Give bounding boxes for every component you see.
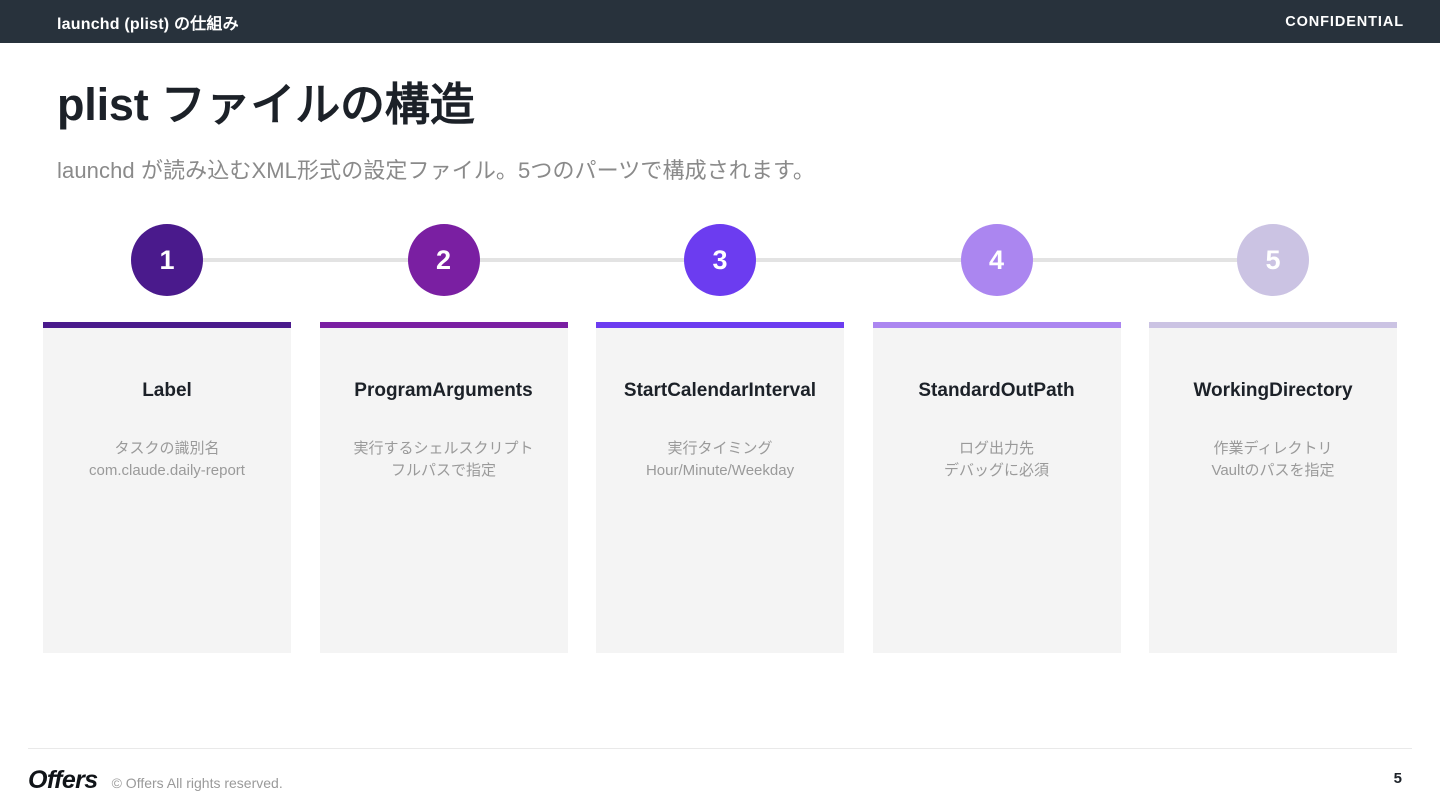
card-5: WorkingDirectory 作業ディレクトリ Vaultのパスを指定 — [1149, 322, 1397, 653]
step-circle-4: 4 — [960, 224, 1033, 296]
top-bar: launchd (plist) の仕組み CONFIDENTIAL — [0, 0, 1440, 43]
timeline-step-2: 2 — [320, 224, 568, 296]
card-title-5: WorkingDirectory — [1193, 380, 1353, 401]
step-circle-3: 3 — [684, 224, 756, 296]
card-accent-bar-1 — [43, 322, 291, 328]
footer-brand: Offers © Offers All rights reserved. — [28, 766, 283, 795]
page-number: 5 — [1393, 770, 1402, 787]
copyright-text: © Offers All rights reserved. — [111, 775, 283, 791]
card-description-1: タスクの識別名 com.claude.daily-report — [89, 439, 245, 480]
card-description-4: ログ出力先 デバッグに必須 — [943, 439, 1049, 480]
step-circle-5: 5 — [1237, 224, 1309, 296]
footer: Offers © Offers All rights reserved. 5 — [0, 748, 1440, 810]
card-title-2: ProgramArguments — [354, 380, 533, 401]
card-accent-bar-4 — [872, 322, 1121, 328]
card-list: Label タスクの識別名 com.claude.daily-report Prog… — [43, 322, 1397, 653]
timeline: 1 2 3 4 5 — [43, 224, 1397, 296]
card-description-5: 作業ディレクトリ Vaultのパスを指定 — [1211, 439, 1335, 480]
top-bar-title: launchd (plist) の仕組み — [57, 15, 239, 33]
card-4: StandardOutPath ログ出力先 デバッグに必須 — [872, 322, 1121, 653]
card-1: Label タスクの識別名 com.claude.daily-report — [43, 322, 291, 653]
step-circle-2: 2 — [407, 224, 480, 296]
card-accent-bar-2 — [319, 322, 568, 328]
page-subtitle: launchd が読み込むXML形式の設定ファイル。5つのパーツで構成されます。 — [57, 157, 816, 183]
card-accent-bar-3 — [596, 322, 844, 328]
card-title-1: Label — [142, 380, 192, 401]
timeline-steps: 1 2 3 4 5 — [43, 224, 1397, 296]
card-description-3: 実行タイミング Hour/Minute/Weekday — [645, 439, 795, 480]
card-title-4: StandardOutPath — [918, 380, 1075, 401]
card-3: StartCalendarInterval 実行タイミング Hour/Minute… — [596, 322, 844, 653]
page-title: plist ファイルの構造 — [57, 79, 475, 130]
card-title-3: StartCalendarInterval — [623, 380, 817, 401]
step-circle-1: 1 — [131, 224, 203, 296]
timeline-step-5: 5 — [1149, 224, 1397, 296]
card-2: ProgramArguments 実行するシェルスクリプト フルパスで指定 — [319, 322, 568, 653]
offers-logo: Offers — [28, 766, 98, 794]
timeline-step-1: 1 — [43, 224, 291, 296]
confidential-badge: CONFIDENTIAL — [1285, 13, 1404, 30]
heading-block: plist ファイルの構造 launchd が読み込むXML形式の設定ファイル。… — [57, 79, 1377, 185]
timeline-step-4: 4 — [873, 224, 1121, 296]
timeline-step-3: 3 — [596, 224, 844, 296]
card-accent-bar-5 — [1149, 322, 1397, 328]
footer-divider — [28, 748, 1412, 749]
card-description-2: 実行するシェルスクリプト フルパスで指定 — [353, 439, 534, 480]
